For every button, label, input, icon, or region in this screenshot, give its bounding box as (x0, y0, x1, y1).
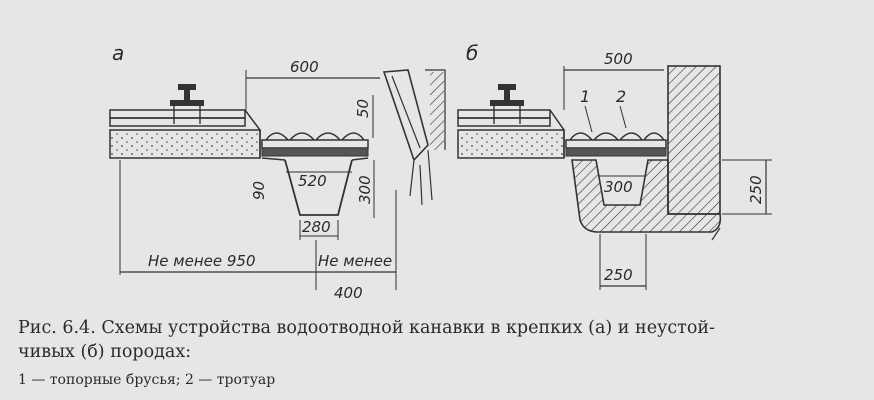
dim-a-min-right: Не менее (318, 252, 392, 270)
panel-b: б 500 1 2 (457, 41, 772, 290)
dim-b-250-depth: 250 (747, 175, 765, 204)
sleeper-layer (109, 109, 246, 119)
dim-a-50: 50 (354, 99, 372, 118)
rail-icon (170, 84, 204, 124)
dim-b-250-bottom: 250 (604, 266, 633, 284)
ballast-layer (109, 129, 261, 159)
trench-lining (571, 159, 722, 233)
panel-a: а (109, 41, 446, 302)
dim-a-600: 600 (290, 58, 319, 76)
dim-b-500: 500 (604, 50, 633, 68)
label-1: 1 (580, 87, 590, 106)
rail-icon (490, 84, 524, 124)
dim-a-400: 400 (334, 284, 363, 302)
dim-a-90: 90 (250, 181, 268, 200)
label-2: 2 (616, 87, 626, 106)
figure-caption: Рис. 6.4. Схемы устройства водоотводной … (18, 316, 858, 364)
sleeper-layer (109, 117, 246, 127)
figure-legend: 1 — топорные брусья; 2 — тротуар (18, 372, 276, 388)
trench-outline (284, 159, 353, 216)
drainage-ditch-diagram: а (109, 41, 772, 302)
retaining-wall (667, 65, 721, 215)
caption-line-2: чивых (б) породах: (18, 342, 192, 362)
dim-a-min-950: Не менее 950 (148, 252, 255, 270)
panel-a-label: а (112, 41, 124, 65)
ballast-layer (457, 129, 565, 159)
walkway-stones (265, 132, 365, 141)
dim-a-280: 280 (302, 218, 331, 236)
panel-b-label: б (466, 41, 478, 65)
wall-support (382, 69, 446, 206)
dim-b-300: 300 (604, 178, 633, 196)
caption-line-1: Рис. 6.4. Схемы устройства водоотводной … (18, 318, 715, 338)
dim-a-520: 520 (298, 172, 327, 190)
dim-a-300: 300 (356, 175, 374, 204)
